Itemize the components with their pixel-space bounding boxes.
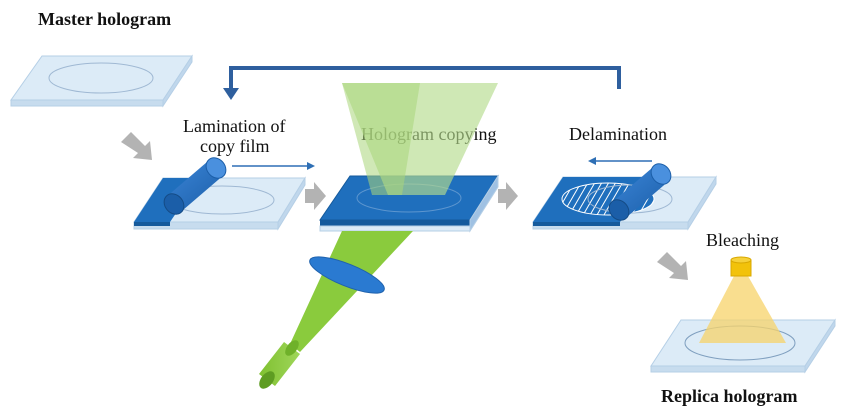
lens-icon (309, 256, 385, 294)
flow-arrow-to-lamination (121, 132, 152, 160)
bleaching-light-cone (699, 276, 786, 343)
delamination-label: Delamination (569, 124, 667, 144)
lamination-label-line2: copy film (200, 136, 270, 156)
copying-light-beams (342, 83, 498, 195)
master-hologram-label: Master hologram (38, 9, 171, 29)
replica-hologram-label: Replica hologram (661, 386, 798, 406)
lamination-roller-icon (163, 157, 227, 215)
flow-arrow-to-copying (305, 182, 326, 210)
lamination-plate (133, 176, 306, 231)
master-hologram-plate (10, 54, 193, 108)
copying-plate (319, 174, 499, 233)
lamination-label-line1: Lamination of (183, 116, 285, 136)
laser-beam (290, 231, 413, 352)
delamination-roller-icon (608, 163, 672, 221)
delamination-direction-arrow (588, 157, 652, 165)
feedback-arrow (223, 66, 621, 100)
bleaching-label: Bleaching (706, 230, 779, 250)
lamination-direction-arrow (232, 162, 315, 170)
flow-arrow-to-replica (657, 252, 688, 280)
flow-arrow-to-delamination (498, 182, 518, 210)
uv-lamp-icon (730, 256, 752, 277)
master-hologram-pattern (48, 62, 154, 94)
laser-source-icon (259, 340, 300, 389)
